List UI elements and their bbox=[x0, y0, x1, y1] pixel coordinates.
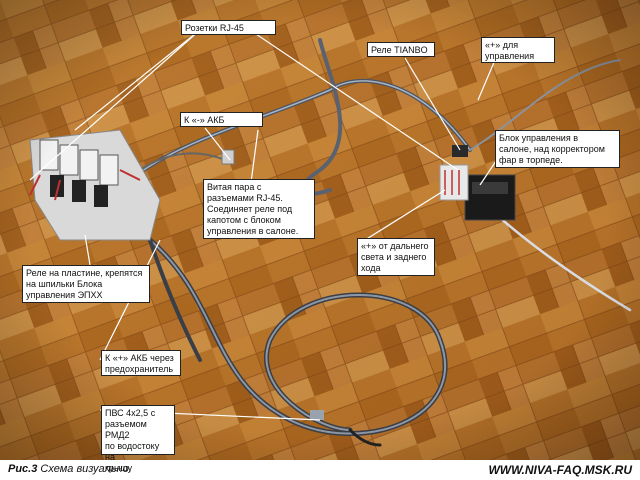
callout-plus-control: «+» для управления bbox=[481, 37, 555, 63]
callout-plus-akb-fuse: К «+» АКБ через предохранитель bbox=[101, 350, 181, 376]
callout-twisted-pair: Витая пара с разъемами RJ-45. Соединяет … bbox=[203, 179, 315, 239]
callout-minus-akb: К «-» АКБ bbox=[180, 112, 263, 127]
figure-label: Рис.3 bbox=[8, 463, 38, 475]
callout-plus-lights: «+» от дальнего света и заднего хода bbox=[357, 238, 435, 276]
callout-relay-plate: Реле на пластине, крепятся на шпильки Бл… bbox=[22, 265, 150, 303]
site-url: WWW.NIVA-FAQ.MSK.RU bbox=[488, 463, 632, 477]
figure-caption-text: Схема визуально. bbox=[37, 463, 132, 475]
figure-caption: Рис.3 Схема визуально. bbox=[8, 463, 132, 475]
callout-rj45-sockets: Розетки RJ-45 bbox=[181, 20, 276, 35]
callout-relay-tianbo: Реле TIANBO bbox=[367, 42, 435, 57]
callout-control-unit: Блок управления в салоне, над корректоро… bbox=[495, 130, 620, 168]
callout-pvs-cable: ПВС 4х2,5 с разъемом РМД2 по водостоку н… bbox=[101, 405, 175, 473]
wiring-photo bbox=[0, 0, 640, 460]
